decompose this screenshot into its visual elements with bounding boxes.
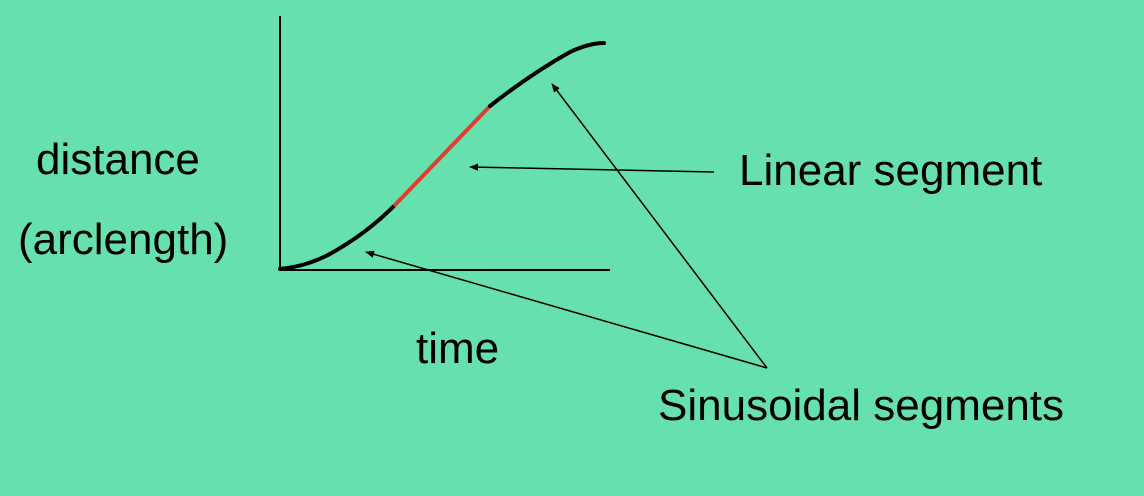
sinusoidal-segment-end: [488, 41, 606, 108]
linear-segment: [392, 104, 492, 208]
sinusoidal-segments-callout: Sinusoidal segments: [658, 381, 1065, 430]
y-axis-label-line2: (arclength): [18, 215, 229, 264]
linear-segment-callout: Linear segment: [739, 146, 1043, 195]
sinusoidal-callout-arrow-lower: [365, 250, 768, 369]
y-axis-label-line1: distance: [36, 135, 200, 184]
x-axis-label: time: [416, 324, 500, 373]
sinusoidal-segment-start: [278, 204, 396, 271]
linear-callout-arrow: [469, 163, 715, 173]
sinusoidal-callout-arrow-upper: [551, 83, 768, 369]
